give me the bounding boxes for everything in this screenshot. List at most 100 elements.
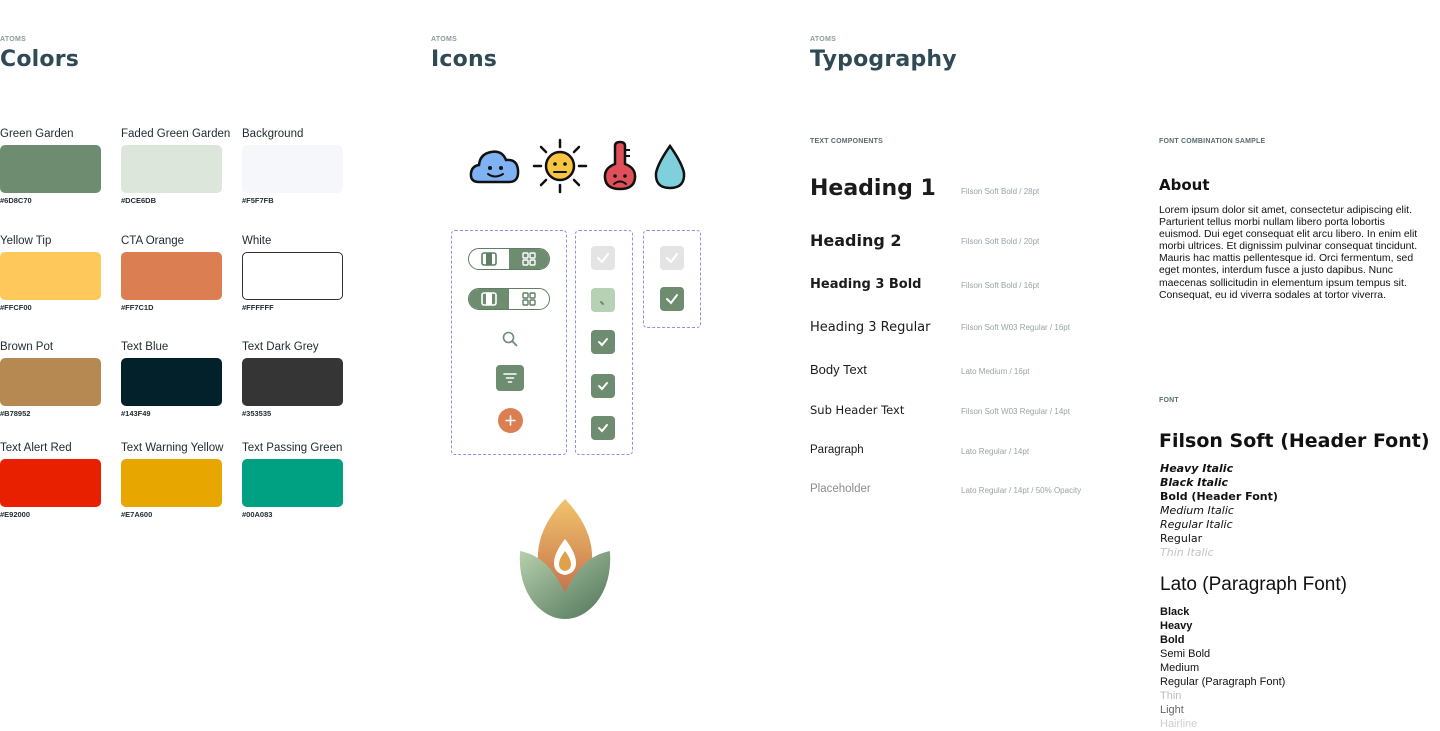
colors-title: Colors	[0, 47, 80, 72]
swatch-name: Green Garden	[0, 128, 74, 140]
lato-style-item: Semi Bold	[1160, 648, 1211, 660]
paragraph-sample: Paragraph	[810, 444, 864, 456]
checkbox-checked[interactable]	[660, 287, 684, 311]
checkbox-disabled[interactable]	[660, 246, 684, 270]
lato-style-item: Bold	[1160, 634, 1185, 646]
filson-style-item: Regular Italic	[1160, 518, 1233, 531]
heading-2-sample: Heading 2	[810, 231, 902, 250]
color-swatch	[242, 358, 343, 406]
color-swatch	[0, 145, 101, 193]
lato-style-item: Medium	[1160, 662, 1200, 674]
checkbox-checked[interactable]	[591, 374, 615, 398]
lato-style-item: Regular (Paragraph Font)	[1160, 676, 1286, 688]
body-text-sample: Body Text	[810, 362, 867, 377]
sample-heading: About	[1159, 176, 1210, 194]
swatch-hex: #B78952	[0, 409, 31, 418]
swatch-name: Faded Green Garden	[121, 128, 231, 140]
paragraph-spec: Lato Regular / 14pt	[961, 447, 1030, 456]
lato-style-item: Hairline	[1160, 718, 1198, 730]
list-view-icon[interactable]	[469, 249, 509, 269]
color-swatch	[242, 252, 343, 300]
filter-icon[interactable]	[496, 365, 524, 391]
filson-style-item: Medium Italic	[1160, 504, 1234, 517]
swatch-hex: #143F49	[121, 409, 151, 418]
swatch-hex: #353535	[242, 409, 272, 418]
swatch-name: Yellow Tip	[0, 235, 52, 247]
heading-3-bold-spec: Filson Soft Bold / 16pt	[961, 281, 1040, 290]
heading-2-spec: Filson Soft Bold / 20pt	[961, 237, 1040, 246]
list-view-icon[interactable]	[469, 289, 509, 309]
swatch-hex: #FF7C1D	[121, 303, 154, 312]
filson-style-item: Bold (Header Font)	[1160, 490, 1278, 503]
lato-style-item: Heavy	[1160, 620, 1193, 632]
color-swatch	[0, 459, 101, 507]
color-swatch	[242, 459, 343, 507]
search-icon[interactable]	[502, 331, 518, 352]
swatch-hex: #FFFFFF	[242, 303, 274, 312]
checkbox-checked[interactable]	[591, 416, 615, 440]
swatch-name: Text Blue	[121, 341, 169, 353]
lato-style-item: Light	[1160, 704, 1184, 716]
swatch-name: CTA Orange	[121, 235, 185, 247]
sample-paragraph: Lorem ipsum dolor sit amet, consectetur …	[1159, 205, 1418, 301]
cloud-happy-icon	[469, 142, 521, 193]
filson-style-item: Heavy Italic	[1160, 462, 1234, 475]
checkbox-states-box	[575, 230, 633, 455]
heading-1-sample: Heading 1	[810, 176, 936, 201]
icon-controls-box	[451, 230, 567, 455]
colors-eyebrow: ATOMS	[0, 36, 27, 43]
swatch-name: Text Warning Yellow	[121, 442, 224, 454]
lato-style-item: Black	[1160, 606, 1190, 618]
swatch-hex: #E7A600	[121, 510, 153, 519]
sub-header-spec: Filson Soft W03 Regular / 14pt	[961, 407, 1070, 416]
heading-3-bold-sample: Heading 3 Bold	[810, 277, 922, 292]
checkbox-checked[interactable]	[591, 330, 615, 354]
plant-drop-logo-icon	[518, 497, 612, 626]
placeholder-spec: Lato Regular / 14pt / 50% Opacity	[961, 486, 1082, 495]
filson-style-item: Thin Italic	[1160, 546, 1214, 559]
body-text-spec: Lato Medium / 16pt	[961, 367, 1030, 376]
view-toggle-grid-active[interactable]	[468, 248, 550, 270]
water-drop-icon	[652, 143, 688, 196]
color-swatch	[121, 358, 222, 406]
swatch-hex: #FFCF00	[0, 303, 32, 312]
lato-font-title: Lato (Paragraph Font)	[1160, 574, 1347, 595]
filson-styles-list: Heavy Italic Black Italic Bold (Header F…	[1160, 462, 1278, 560]
color-swatch	[121, 252, 222, 300]
heading-1-spec: Filson Soft Bold / 28pt	[961, 187, 1040, 196]
color-swatch	[0, 252, 101, 300]
thermometer-sad-icon	[601, 140, 639, 197]
color-swatch	[0, 358, 101, 406]
checkbox-disabled[interactable]	[591, 246, 615, 270]
checkbox-hover[interactable]	[591, 288, 615, 312]
placeholder-sample: Placeholder	[810, 483, 871, 495]
swatch-hex: #E92000	[0, 510, 31, 519]
view-toggle-list-active[interactable]	[468, 288, 550, 310]
filson-font-title: Filson Soft (Header Font)	[1159, 430, 1430, 452]
swatch-name: White	[242, 235, 272, 247]
checkbox-small-box	[643, 230, 701, 328]
sub-header-sample: Sub Header Text	[810, 403, 905, 417]
sun-worried-icon	[532, 138, 588, 199]
add-icon[interactable]	[498, 408, 523, 433]
heading-3-regular-sample: Heading 3 Regular	[810, 320, 931, 335]
text-components-label: TEXT COMPONENTS	[810, 138, 884, 145]
swatch-name: Background	[242, 128, 304, 140]
swatch-name: Text Passing Green	[242, 442, 343, 454]
color-swatch	[121, 145, 222, 193]
grid-view-icon[interactable]	[509, 289, 549, 309]
icons-eyebrow: ATOMS	[431, 36, 458, 43]
font-label: FONT	[1159, 397, 1179, 404]
lato-style-item: Thin	[1160, 690, 1182, 702]
typography-eyebrow: ATOMS	[810, 36, 837, 43]
lato-styles-list: Black Heavy Bold Semi Bold Medium Regula…	[1160, 605, 1285, 731]
swatch-hex: #DCE6DB	[121, 196, 157, 205]
grid-view-icon[interactable]	[509, 249, 549, 269]
swatch-hex: #00A083	[242, 510, 273, 519]
swatch-name: Text Alert Red	[0, 442, 72, 454]
heading-3-regular-spec: Filson Soft W03 Regular / 16pt	[961, 323, 1070, 332]
filson-style-item: Black Italic	[1160, 476, 1229, 489]
color-swatch	[121, 459, 222, 507]
font-combination-label: FONT COMBINATION SAMPLE	[1159, 138, 1266, 145]
typography-title: Typography	[810, 47, 957, 72]
